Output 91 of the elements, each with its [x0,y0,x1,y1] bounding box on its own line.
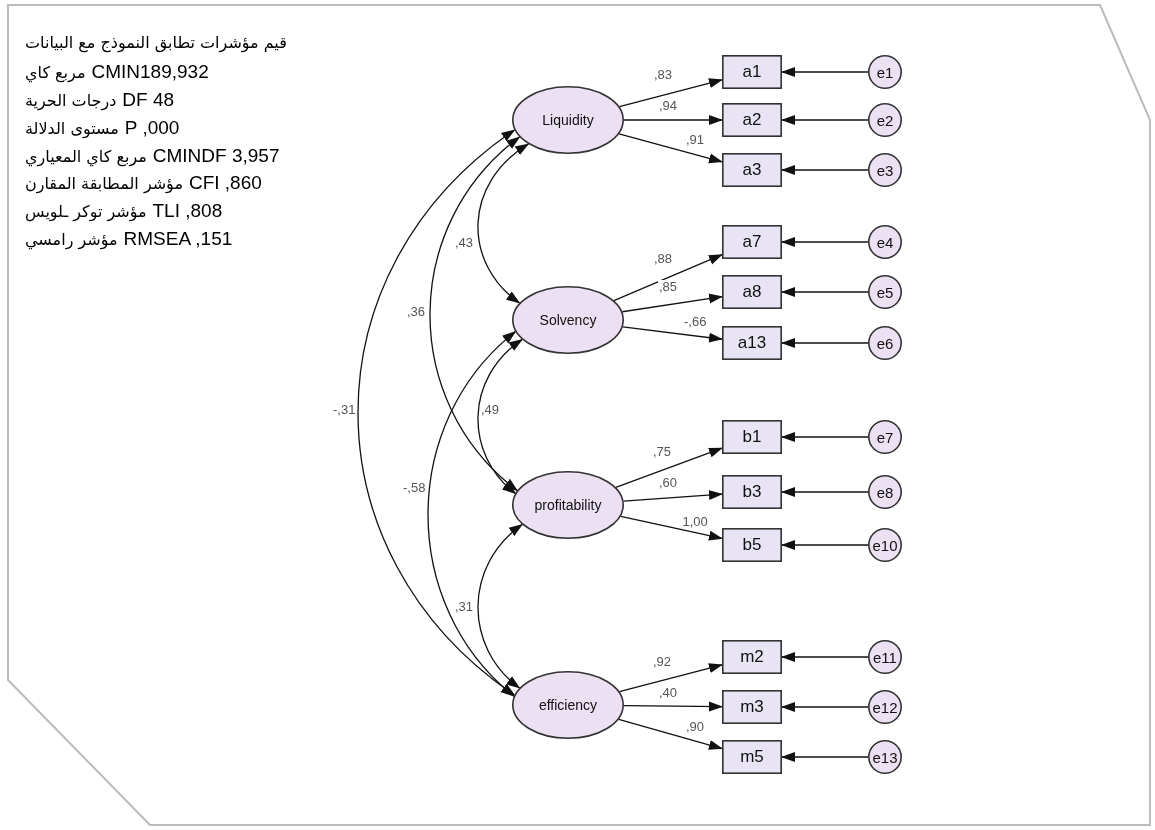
arrow [781,165,869,175]
arrow [618,133,723,164]
arrow [618,718,723,750]
error-term-circle: e12 [868,690,902,724]
observed-variable-box: a8 [722,275,782,309]
fit-index-value: CMIN189,932 [91,61,209,83]
fit-index-text: مربع كاي [25,63,86,82]
covariance-arrow [477,143,530,304]
arrow [781,432,869,442]
edge-label: ,83 [653,68,674,81]
observed-variable-box: b1 [722,420,782,454]
arrow [781,115,869,125]
edge-label: ,75 [652,445,673,458]
arrow [618,663,723,693]
edge-label: ,60 [658,476,679,489]
covariance-arrow [357,129,516,696]
arrow [781,237,869,247]
edge-label: ,88 [653,252,674,265]
edge-label: ,49 [480,403,501,416]
error-term-circle: e1 [868,55,902,89]
covariance-arrow [477,338,523,495]
arrow [622,326,723,343]
arrow [781,287,869,297]
edge-label: ,85 [658,280,679,293]
observed-variable-box: a13 [722,326,782,360]
latent-variable-ellipse: profitability [512,471,624,539]
observed-variable-box: b3 [722,475,782,509]
fit-index-text: قيم مؤشرات تطابق النموذج مع البيانات [25,33,287,52]
arrow [781,67,869,77]
fit-index-value: P ,000 [124,117,180,139]
edge-label: -,66 [683,315,708,328]
edge-label: ,92 [652,655,673,668]
arrow [781,702,869,712]
error-term-circle: e13 [868,740,902,774]
arrow [621,293,723,313]
arrow [618,78,723,108]
fit-index-value: CFI ,860 [188,172,262,194]
arrow [781,338,869,348]
edge-label: -,31 [332,403,357,416]
edge-label: ,36 [406,305,427,318]
arrow [781,652,869,662]
observed-variable-box: m2 [722,640,782,674]
edge-label: ,91 [685,133,706,146]
error-term-circle: e4 [868,225,902,259]
error-term-circle: e6 [868,326,902,360]
arrow [620,515,723,541]
covariance-arrow [427,330,517,697]
edge-label: ,31 [454,600,475,613]
error-term-circle: e10 [868,528,902,562]
fit-index-text: مؤشر المطابقة المقارن [25,174,183,193]
error-term-circle: e2 [868,103,902,137]
arrow [623,701,723,712]
fit-index-text: مؤشر توكر ـلويس [25,202,147,221]
error-term-circle: e7 [868,420,902,454]
error-term-circle: e3 [868,153,902,187]
observed-variable-box: m3 [722,690,782,724]
covariance-arrow [429,136,521,492]
arrow [781,540,869,550]
latent-variable-ellipse: efficiency [512,671,624,739]
arrow [623,115,723,125]
edge-label: ,90 [685,720,706,733]
covariance-arrow [477,523,523,689]
latent-variable-ellipse: Liquidity [512,86,624,154]
error-term-circle: e11 [868,640,902,674]
edge-label: ,43 [454,236,475,249]
edge-label: ,40 [658,686,679,699]
observed-variable-box: a1 [722,55,782,89]
observed-variable-box: a2 [722,103,782,137]
observed-variable-box: a3 [722,153,782,187]
observed-variable-box: a7 [722,225,782,259]
edge-label: ,94 [658,99,679,112]
fit-index-value: TLI ,808 [152,200,223,222]
arrow [622,490,723,502]
edge-label: 1,00 [681,515,709,528]
fit-index-text: مؤشر رامسي [25,230,118,249]
arrow [781,487,869,497]
arrow [613,254,723,302]
error-term-circle: e5 [868,275,902,309]
fit-index-text: مربع كاي المعياري [25,147,147,166]
fit-index-text: درجات الحرية [25,91,117,110]
arrow [615,447,723,488]
fit-index-text: مستوى الدلالة [25,119,119,138]
edge-label: -,58 [402,481,427,494]
fit-index-value: DF 48 [122,89,175,111]
fit-index-value: RMSEA ,151 [123,228,233,250]
error-term-circle: e8 [868,475,902,509]
observed-variable-box: m5 [722,740,782,774]
latent-variable-ellipse: Solvency [512,286,624,354]
observed-variable-box: b5 [722,528,782,562]
arrow [781,752,869,762]
fit-index-value: CMINDF 3,957 [152,145,280,167]
